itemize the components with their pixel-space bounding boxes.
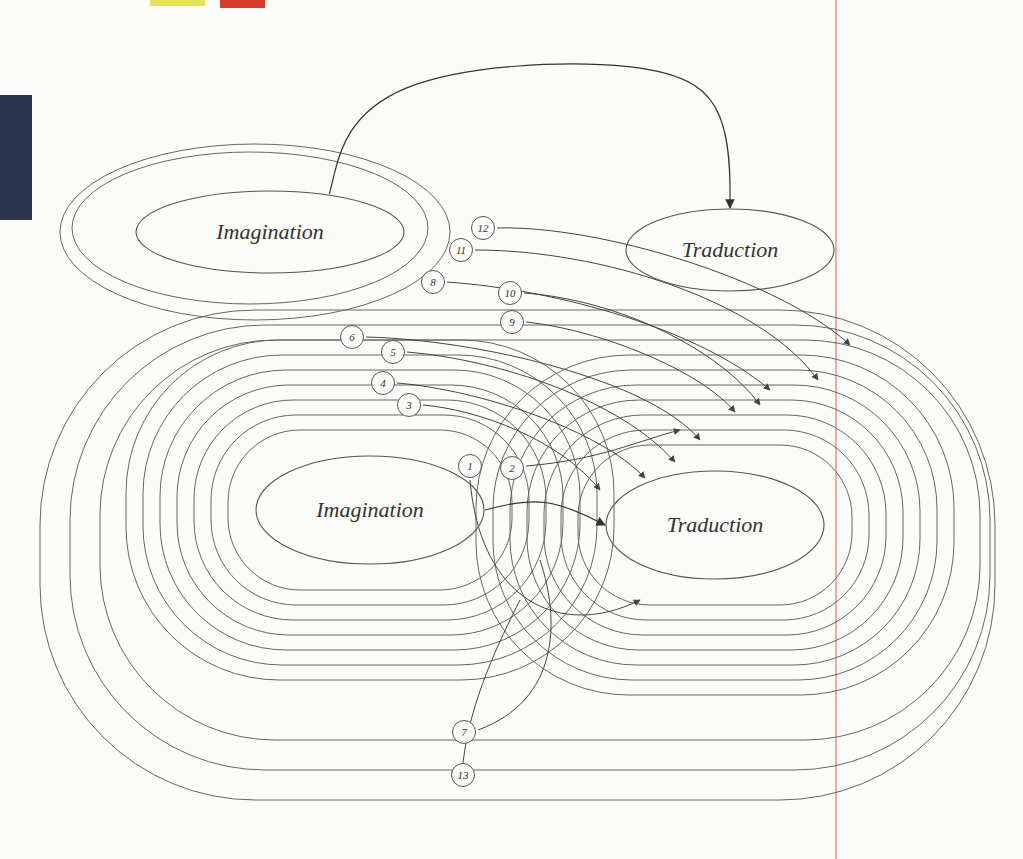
callout-number: 3 (397, 393, 421, 417)
callout-number: 13 (451, 763, 475, 787)
color-swatch (220, 0, 265, 8)
node-label: Traduction (667, 512, 764, 538)
node-label: Imagination (216, 219, 324, 245)
callout-number: 1 (458, 454, 482, 478)
ellipse-node: Imagination (135, 190, 405, 274)
ellipse-node: Traduction (605, 470, 825, 580)
concentric-loops (40, 144, 995, 800)
callout-number: 8 (421, 270, 445, 294)
margin-line (835, 0, 836, 859)
callout-number: 7 (452, 720, 476, 744)
callout-number: 10 (498, 281, 522, 305)
ellipse-node: Traduction (625, 208, 835, 292)
arrow-connector (485, 502, 605, 525)
leader-arrows (366, 228, 850, 763)
callout-number: 6 (340, 325, 364, 349)
callout-number: 12 (471, 216, 495, 240)
callout-number: 4 (371, 371, 395, 395)
node-label: Imagination (316, 497, 424, 523)
callout-number: 11 (449, 238, 473, 262)
callout-number: 9 (500, 310, 524, 334)
ellipse-node: Imagination (255, 455, 485, 565)
color-swatch (150, 0, 205, 6)
node-label: Traduction (682, 237, 779, 263)
arrow-connector (329, 64, 730, 208)
callout-number: 2 (500, 456, 524, 480)
callout-number: 5 (381, 340, 405, 364)
color-swatch (0, 95, 32, 220)
